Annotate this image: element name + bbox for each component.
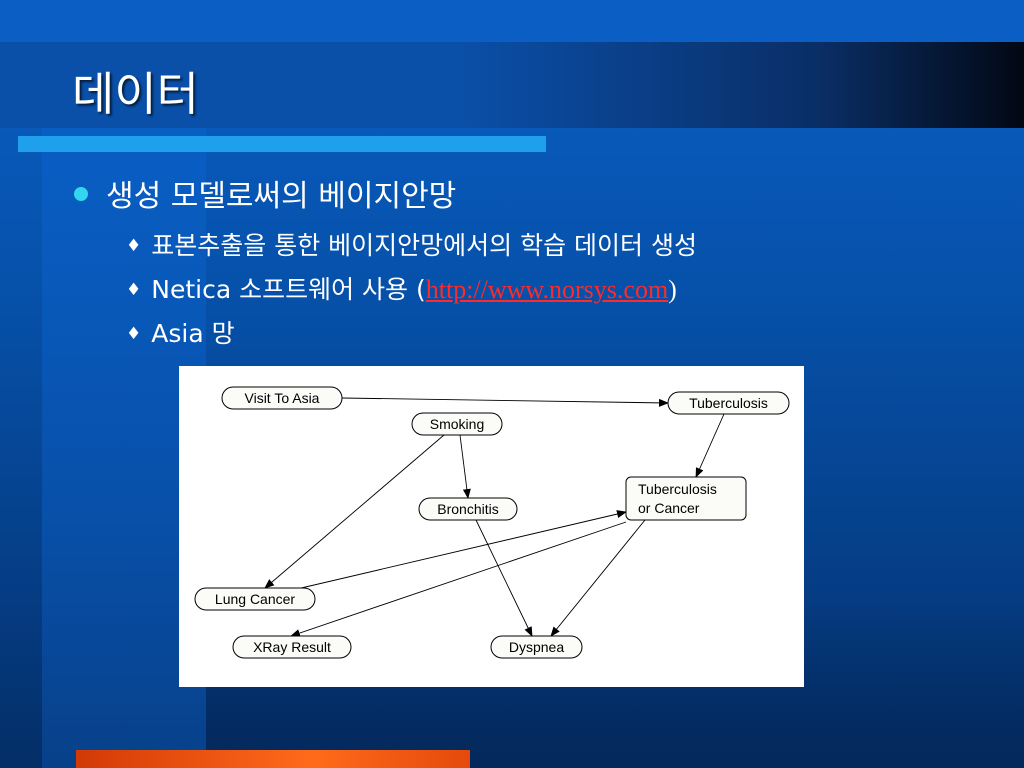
node-xray: XRay Result bbox=[232, 635, 352, 659]
node-shape bbox=[194, 587, 316, 611]
node-label: Lung Cancer bbox=[215, 591, 296, 607]
node-dysp: Dyspnea bbox=[490, 635, 583, 659]
node-label: Dyspnea bbox=[509, 639, 564, 655]
node-shape bbox=[232, 635, 352, 659]
sub-bullet-2: ♦ Netica 소프트웨어 사용 (http://www.norsys.com) bbox=[126, 270, 677, 306]
left-stripe bbox=[42, 128, 206, 768]
bullet-item-1: 생성 모델로써의 베이지안망 bbox=[74, 171, 456, 215]
node-shape bbox=[418, 497, 518, 521]
slide-title: 데이터 bbox=[72, 67, 199, 121]
edge-tub-to-tbc bbox=[695, 413, 725, 478]
diamond-bullet-icon: ♦ bbox=[126, 236, 142, 256]
node-label: Tuberculosis bbox=[689, 395, 768, 411]
node-visit: Visit To Asia bbox=[221, 386, 343, 410]
edge-tbc-to-xray bbox=[290, 521, 627, 637]
diamond-bullet-icon: ♦ bbox=[126, 280, 142, 300]
sub-bullet-suffix: ) bbox=[668, 275, 677, 304]
node-shape bbox=[221, 386, 343, 410]
edge-visit-to-tub bbox=[341, 397, 669, 407]
node-shape bbox=[490, 635, 583, 659]
node-label: Visit To Asia bbox=[245, 390, 320, 406]
sub-bullet-prefix: Netica 소프트웨어 사용 ( bbox=[151, 275, 426, 304]
node-bron: Bronchitis bbox=[418, 497, 518, 521]
node-shape bbox=[667, 391, 790, 415]
norsys-link[interactable]: http://www.norsys.com bbox=[425, 275, 669, 304]
sub-bullet-text: 표본추출을 통한 베이지안망에서의 학습 데이터 생성 bbox=[151, 231, 697, 260]
node-smoking: Smoking bbox=[411, 412, 503, 436]
node-label-line2: or Cancer bbox=[638, 500, 700, 516]
node-shape bbox=[411, 412, 503, 436]
sub-bullet-text: Asia 망 bbox=[151, 319, 235, 348]
node-label: Bronchitis bbox=[437, 501, 498, 517]
header-band bbox=[0, 42, 1024, 128]
edge-bron-to-dysp bbox=[475, 519, 533, 637]
title-underline bbox=[18, 136, 546, 152]
node-lung: Lung Cancer bbox=[194, 587, 316, 611]
edge-smoking-to-lung bbox=[264, 434, 445, 589]
top-strip bbox=[0, 0, 1024, 42]
sub-bullet-3: ♦ Asia 망 bbox=[126, 314, 235, 350]
node-label: XRay Result bbox=[253, 639, 331, 655]
bullet-text: 생성 모델로써의 베이지안망 bbox=[106, 179, 457, 214]
sub-bullet-1: ♦ 표본추출을 통한 베이지안망에서의 학습 데이터 생성 bbox=[126, 226, 697, 262]
edge-tbc-to-dysp bbox=[550, 519, 646, 637]
edge-lung-to-tbc bbox=[296, 510, 627, 590]
node-shape bbox=[625, 476, 747, 521]
node-label: Smoking bbox=[430, 416, 484, 432]
node-label: Tuberculosis bbox=[638, 481, 717, 497]
bullet-dot-icon bbox=[74, 187, 88, 201]
bottom-accent-bar bbox=[76, 750, 470, 768]
node-tub: Tuberculosis bbox=[667, 391, 790, 415]
diamond-bullet-icon: ♦ bbox=[126, 324, 142, 344]
edge-smoking-to-bron bbox=[459, 434, 471, 499]
node-tbc: Tuberculosis or Cancer bbox=[625, 476, 747, 521]
